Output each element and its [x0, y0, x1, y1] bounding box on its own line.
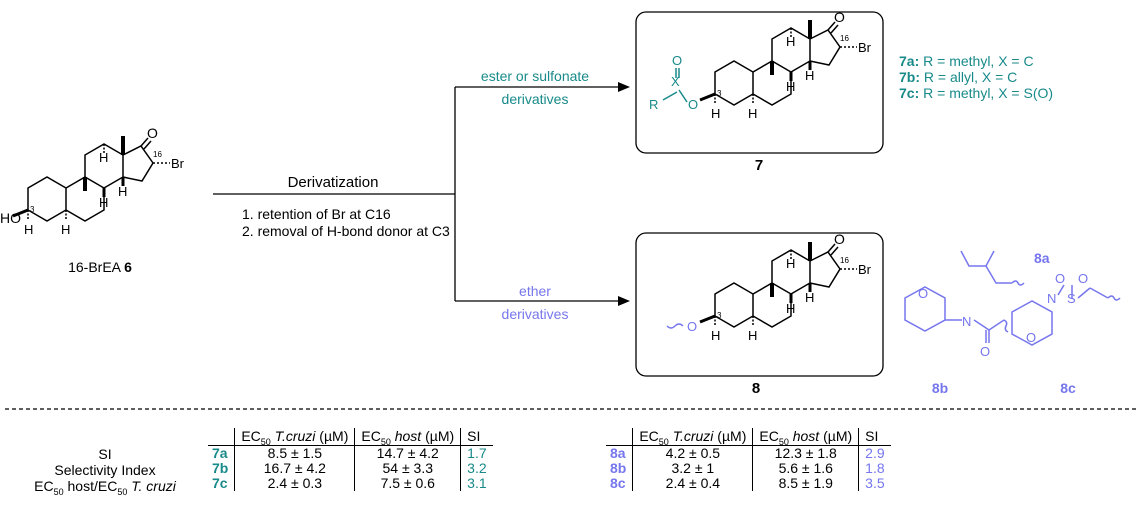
header-si: SI — [858, 428, 891, 446]
arrow-title: Derivatization — [288, 174, 379, 191]
h-label: H — [748, 106, 757, 121]
product-8-box — [635, 232, 884, 377]
compound-6-label: 16-BrEA 6 — [68, 259, 132, 275]
si-abbrev: SI — [98, 446, 112, 462]
c3-label: 3 — [717, 89, 722, 98]
fragment-8b — [904, 286, 1009, 343]
substituent-list-7: 7a: R = methyl, X = C 7b: R = allyl, X =… — [899, 53, 1053, 101]
carbonyl-o-label: O — [672, 53, 682, 68]
lower-arrow-label-1: ether — [519, 283, 551, 299]
header-si: SI — [460, 428, 493, 446]
ester-o-label: O — [688, 97, 698, 112]
c16-label: 16 — [153, 150, 162, 159]
h-label: H — [805, 68, 814, 83]
sulfonamide-n: N — [1047, 291, 1056, 306]
lower-arrow-label-2: derivatives — [502, 306, 569, 322]
upper-arrow-label-2: derivatives — [502, 91, 569, 107]
h-label: H — [748, 328, 757, 343]
compound-7-label: 7 — [755, 157, 763, 174]
si-full-name: Selectivity Index — [54, 462, 156, 478]
h-label: H — [786, 301, 795, 316]
substituent-7b: 7b: R = allyl, X = C — [899, 69, 1017, 85]
amide-o: O — [980, 344, 990, 359]
c3-label: 3 — [30, 205, 35, 214]
product-8-molecule: 3 O H H H H H O 16 Br — [666, 231, 872, 343]
table-corner — [208, 428, 235, 446]
lower-arrowhead — [618, 296, 630, 306]
h-label: H — [786, 79, 795, 94]
c3-label: 3 — [717, 311, 722, 320]
x-label: X — [671, 74, 680, 89]
compound-8-label: 8 — [752, 380, 760, 397]
morpholine-o: O — [918, 286, 928, 301]
si-formula: EC50 host/EC50 T. cruzi — [34, 478, 176, 497]
product-7-molecule: 3 O X O R H H H H H O 16 Br — [649, 9, 872, 121]
sulfonyl-o2: O — [1078, 271, 1088, 286]
h-label: H — [805, 290, 814, 305]
br-label: Br — [858, 262, 872, 277]
arrow-condition-1: 1. retention of Br at C16 — [242, 206, 391, 222]
sulfonyl-s: S — [1067, 291, 1076, 306]
amide-n: N — [962, 314, 971, 329]
header-ec50-tcruzi: EC50 T.cruzi (µM) — [632, 428, 753, 446]
h-label: H — [118, 184, 127, 199]
substituent-7c: 7c: R = methyl, X = S(O) — [899, 85, 1053, 101]
h-label: H — [24, 222, 33, 237]
upper-arrowhead — [618, 82, 630, 92]
o-label: O — [834, 231, 845, 247]
header-ec50-tcruzi: EC50 T.cruzi (µM) — [234, 428, 355, 446]
table-corner — [606, 428, 633, 446]
sulfonyl-morpholine-o: O — [1026, 330, 1036, 345]
upper-arrow-label-1: ester or sulfonate — [481, 68, 589, 84]
substituent-7a: 7a: R = methyl, X = C — [899, 53, 1034, 69]
arrow-condition-2: 2. removal of H-bond donor at C3 — [242, 223, 450, 239]
fragment-8c — [1011, 284, 1121, 346]
o-label: O — [147, 125, 158, 141]
start-molecule: HO 3 H H H H H O 16 Br — [0, 125, 185, 237]
c16-label: 16 — [840, 256, 849, 265]
ho-label: HO — [0, 210, 21, 226]
br-label: Br — [858, 40, 872, 55]
h-label: H — [711, 106, 720, 121]
h-label: H — [99, 150, 108, 165]
fragment-8b-label: 8b — [932, 380, 948, 396]
h-label: H — [786, 34, 795, 49]
product-7-box — [635, 11, 884, 154]
fragment-8c-label: 8c — [1060, 380, 1076, 396]
fragment-8a — [960, 250, 1025, 286]
o-label: O — [834, 9, 845, 25]
header-ec50-host: EC50 host (µM) — [752, 428, 859, 446]
fragment-8a-label: 8a — [1034, 250, 1050, 266]
h-label: H — [61, 222, 70, 237]
ether-o-label: O — [687, 319, 697, 334]
r-label: R — [649, 97, 658, 112]
h-label: H — [711, 328, 720, 343]
si-definition: SI Selectivity Index EC50 host/EC50 T. c… — [10, 446, 200, 497]
header-ec50-host: EC50 host (µM) — [354, 428, 461, 446]
h-label: H — [99, 195, 108, 210]
h-label: H — [786, 256, 795, 271]
br-label: Br — [171, 156, 185, 171]
sulfonyl-o1: O — [1055, 271, 1065, 286]
c16-label: 16 — [840, 34, 849, 43]
